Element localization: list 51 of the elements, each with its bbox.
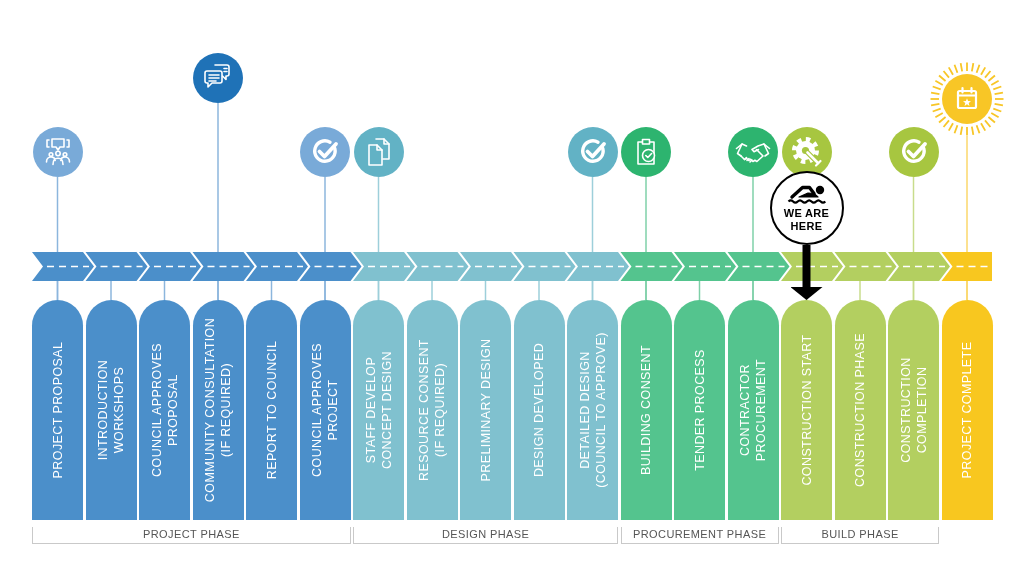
stage-column	[888, 300, 939, 520]
stage-label: INTRODUCTION WORKSHOPS	[95, 359, 127, 461]
phase-label: BUILD PHASE	[821, 528, 899, 540]
stage-label: COMMUNITY CONSULTATION (IF REQUIRED)	[202, 317, 234, 503]
phase-label: DESIGN PHASE	[442, 528, 530, 540]
clipboard-check-icon	[621, 127, 671, 177]
stage-label: BUILDING CONSENT	[638, 344, 654, 476]
stage-label: CONSTRUCTION COMPLETION	[897, 356, 930, 464]
stage-label: STAFF DEVELOP CONCEPT DESIGN	[362, 350, 395, 470]
stage-column	[32, 300, 83, 520]
stage-label: CONTRACTOR PROCUREMENT	[737, 358, 769, 462]
stage-label: TENDER PROCESS	[691, 348, 708, 472]
stage-column	[299, 300, 351, 520]
stage-column	[620, 300, 672, 520]
stage-column	[513, 300, 565, 520]
stage-label: DETAILED DESIGN (COUNCIL TO APPROVE)	[576, 331, 609, 489]
handshake-icon	[728, 127, 778, 177]
stage-column	[139, 300, 190, 520]
stage-column	[192, 300, 244, 520]
stage-label: REPORT TO COUNCIL	[263, 340, 280, 480]
stage-column	[941, 300, 993, 520]
phase-label: PROJECT PHASE	[143, 528, 240, 540]
stage-column	[834, 300, 886, 520]
stage-label: PROJECT PROPOSAL	[49, 341, 66, 479]
stage-column	[460, 300, 511, 520]
phase-label: PROCUREMENT PHASE	[633, 528, 767, 540]
stage-label: DESIGN DEVELOPED	[531, 342, 547, 478]
calendar-star-icon	[930, 62, 1004, 136]
stage-column	[246, 300, 297, 520]
documents-icon	[353, 127, 404, 177]
check-circle-icon	[567, 127, 618, 177]
check-circle-icon	[300, 127, 350, 177]
stage-column	[567, 300, 618, 520]
stage-column	[674, 300, 725, 520]
stage-label: RESOURCE CONSENT (IF REQUIRED)	[416, 338, 448, 482]
chat-bubbles-icon	[193, 53, 243, 103]
stage-label: CONSTRUCTION START	[798, 333, 815, 487]
check-circle-icon	[888, 127, 939, 177]
stage-column	[406, 300, 458, 520]
stage-column	[727, 300, 779, 520]
stage-label: PROJECT COMPLETE	[959, 341, 975, 479]
stage-label: COUNCIL APPROVES PROPOSAL	[148, 342, 181, 478]
marker-label: WE ARE HERE	[783, 207, 830, 233]
pointer-arrow	[790, 245, 823, 300]
stage-label: PRELIMINARY DESIGN	[477, 338, 494, 482]
stage-label: CONSTRUCTION PHASE	[852, 332, 868, 488]
stage-column	[781, 300, 832, 520]
stage-label: COUNCIL APPROVES PROJECT	[309, 342, 341, 478]
stage-column	[353, 300, 404, 520]
stage-column	[85, 300, 137, 520]
group-meeting-icon	[32, 127, 83, 177]
